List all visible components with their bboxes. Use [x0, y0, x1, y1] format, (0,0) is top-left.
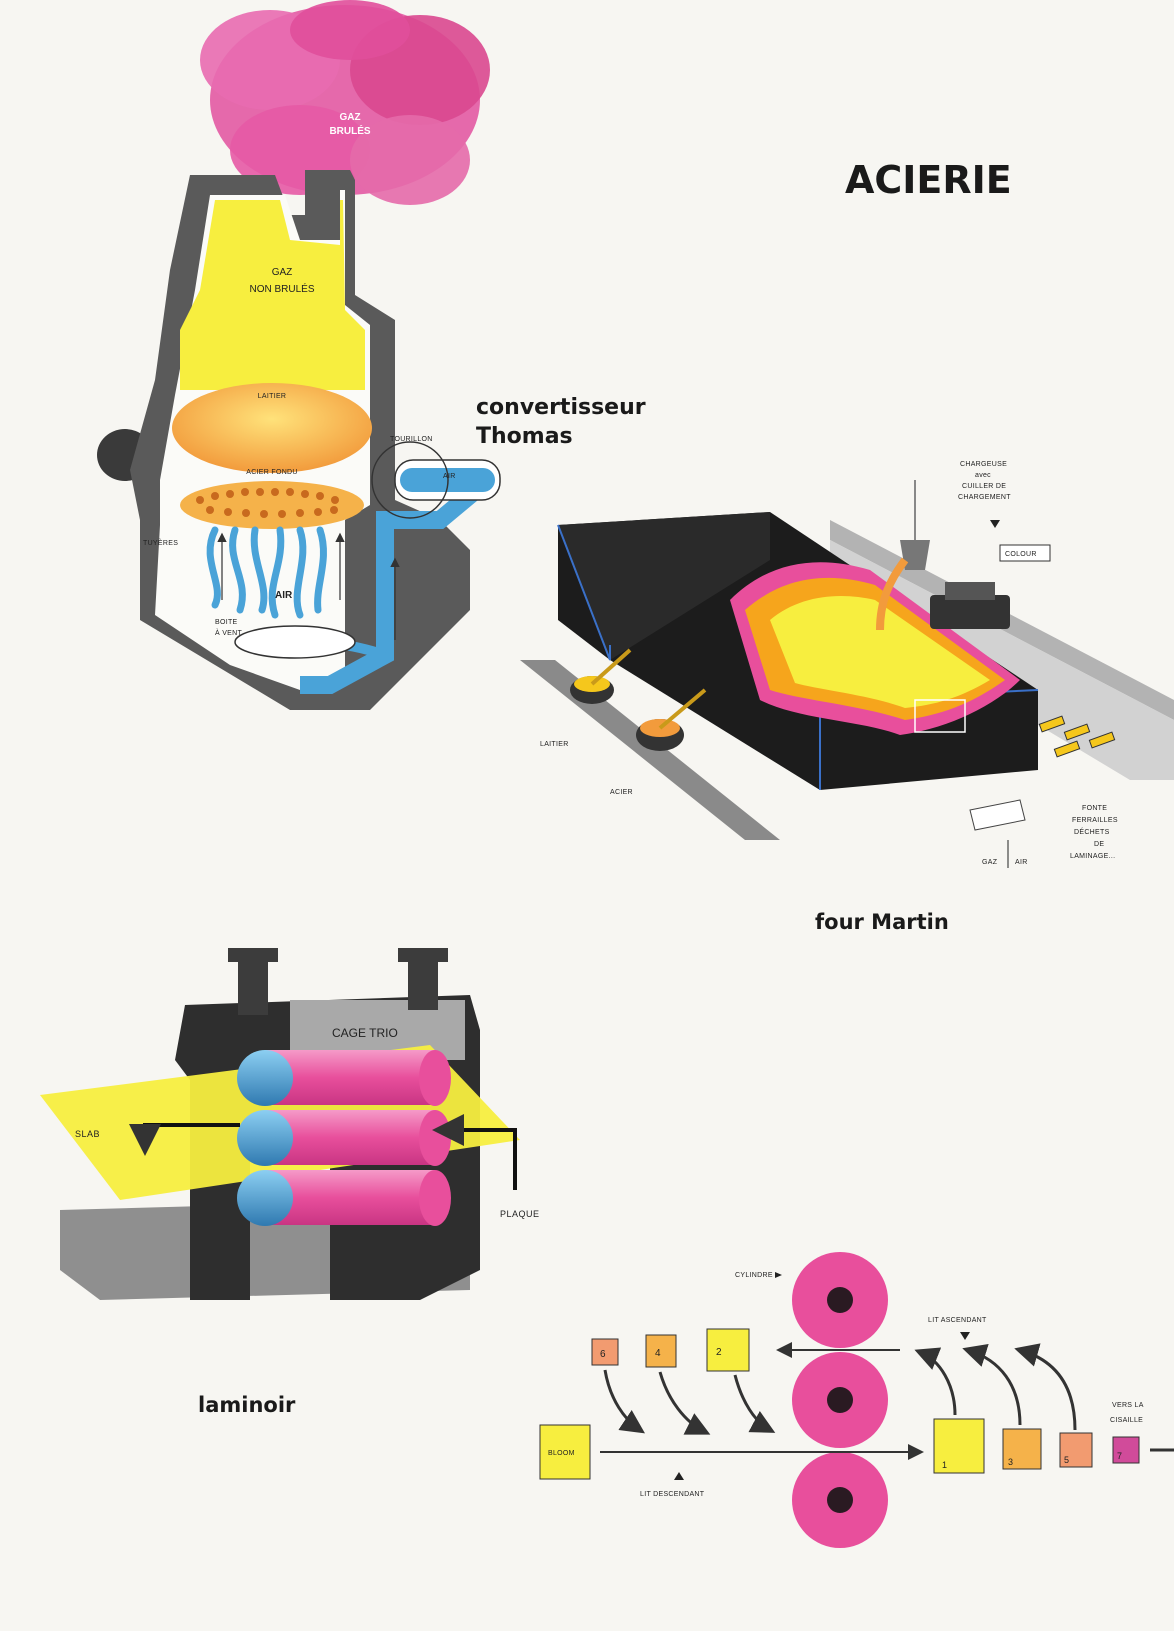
air-inside-label: AIR — [275, 590, 293, 601]
bloom-label: BLOOM — [548, 1450, 575, 1457]
chargeuse-label-2: avec — [975, 472, 991, 479]
cylinder-bottom — [792, 1452, 888, 1548]
rail-left — [520, 660, 780, 840]
lower-step-3: 3 — [1002, 1428, 1042, 1470]
air-jets — [206, 526, 327, 619]
upper-step-2: 2 — [706, 1328, 750, 1372]
boite-label-2: À VENT — [215, 628, 243, 637]
roll-middle — [237, 1110, 451, 1166]
transfer-arrows — [603, 1343, 1077, 1435]
cylinder-top — [792, 1252, 888, 1348]
lit-ascendant-label: LIT ASCENDANT — [928, 1317, 987, 1324]
lower-step-5: 5 — [1059, 1432, 1093, 1468]
wind-box — [234, 625, 356, 659]
tourillon-label: TOURILLON — [390, 436, 433, 443]
acier-fondu-label: ACIER FONDU — [246, 469, 298, 476]
tuyeres-label: TUYÈRES — [143, 538, 178, 547]
gaz-brules-label-1: GAZ — [339, 112, 360, 123]
ladle-steel — [636, 688, 707, 751]
upper-step-4-label: 4 — [655, 1348, 661, 1359]
molten-bath — [172, 383, 372, 473]
furnace-name: four Martin — [815, 910, 949, 934]
fonte-label-2: FERRAILLES — [1072, 817, 1118, 824]
mill-screws — [228, 948, 448, 1015]
lower-step-1-label: 1 — [942, 1460, 947, 1470]
charge-bars — [1038, 715, 1116, 758]
open-hearth-furnace: COLOUR CHARGEUSE avec CUILLER DE CHARGEM… — [520, 461, 1174, 934]
vers-label-2: CISAILLE — [1110, 1417, 1143, 1424]
ladle-slag — [570, 648, 632, 704]
page-title: ACIERIE — [845, 158, 1012, 202]
upper-step-2-label: 2 — [716, 1347, 722, 1358]
upper-step-6-label: 6 — [600, 1349, 606, 1360]
lower-step-3-label: 3 — [1008, 1457, 1013, 1467]
cylinder-middle — [792, 1352, 888, 1448]
chargeuse-label-3: CUILLER DE — [962, 483, 1006, 490]
plaque-label: PLAQUE — [500, 1209, 540, 1219]
vers-label-1: VERS LA — [1112, 1402, 1144, 1409]
trunnion: AIR TOURILLON — [371, 436, 501, 519]
converter-name-1: convertisseur — [476, 395, 646, 420]
gaz-non-brules-label-1: GAZ — [272, 267, 293, 278]
fonte-label-5: LAMINAGE... — [1070, 853, 1115, 860]
fonte-label-1: FONTE — [1082, 805, 1107, 812]
air-arrows — [217, 532, 400, 640]
roll-bottom — [237, 1170, 451, 1226]
gaz-brules-label-2: BRULÉS — [329, 124, 370, 137]
cage-label: CAGE TRIO — [332, 1026, 398, 1040]
bloom: BLOOM — [539, 1424, 591, 1480]
mill-name: laminoir — [198, 1393, 296, 1417]
slab-arrow — [129, 1123, 240, 1156]
fonte-label-4: DE — [1094, 841, 1104, 848]
cylindre-label: CYLINDRE — [735, 1272, 773, 1279]
burnt-gas-cloud — [200, 0, 490, 205]
air-furnace-label: AIR — [1015, 859, 1028, 866]
gaz-non-brules-label-2: NON BRULÉS — [249, 282, 314, 295]
lower-step-1: 1 — [933, 1418, 985, 1474]
gas-air-box — [969, 799, 1026, 831]
upper-step-4: 4 — [645, 1334, 677, 1368]
unburnt-gas — [180, 200, 365, 390]
thomas-converter: GAZ BRULÉS GAZ NON BRULÉS LAITIER ACIER … — [97, 0, 646, 710]
lower-step-5-label: 5 — [1064, 1455, 1069, 1465]
plaque-arrow — [432, 1114, 517, 1190]
fonte-label-3: DÉCHETS — [1074, 827, 1110, 836]
perforated-bottom — [180, 481, 364, 529]
chargeuse-label-1: CHARGEUSE — [960, 461, 1007, 468]
upper-step-6: 6 — [591, 1338, 619, 1366]
lower-step-7: 7 — [1112, 1436, 1140, 1464]
roll-top — [237, 1050, 451, 1106]
furnace-laitier-label: LAITIER — [540, 741, 569, 748]
air-trunnion-label: AIR — [443, 473, 456, 480]
lower-step-7-label: 7 — [1117, 1451, 1122, 1461]
chargeuse-pointer — [990, 520, 1000, 528]
rolling-mill: CAGE TRIO SLAB PLAQUE laminoir — [40, 948, 540, 1417]
boite-label-1: BOITE — [215, 619, 238, 626]
laitier-label: LAITIER — [258, 393, 287, 400]
lit-descendant-label: LIT DESCENDANT — [640, 1491, 705, 1498]
gaz-label: GAZ — [982, 859, 998, 866]
tuyere-holes — [196, 488, 339, 518]
rolling-schema: CYLINDRE 6 4 2 BLOOM 1 3 — [539, 1252, 1174, 1548]
sign-label: COLOUR — [1005, 551, 1037, 558]
furnace-acier-label: ACIER — [610, 789, 633, 796]
converter-name-2: Thomas — [476, 424, 573, 449]
charging-machine: COLOUR — [876, 480, 1051, 631]
chargeuse-label-4: CHARGEMENT — [958, 494, 1011, 501]
slab-label: SLAB — [75, 1129, 100, 1139]
